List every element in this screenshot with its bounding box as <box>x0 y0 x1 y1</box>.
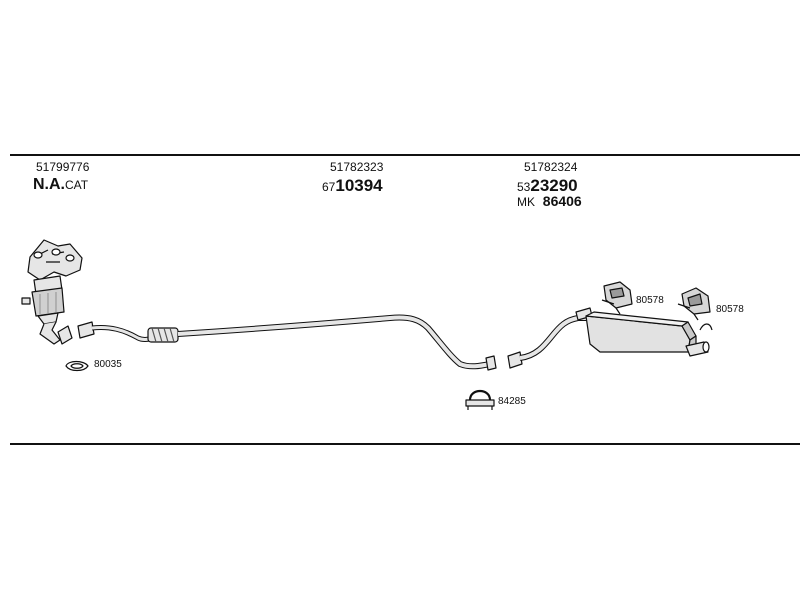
code-1-suffix: CAT <box>65 178 89 192</box>
bottom-rule <box>10 443 800 445</box>
ref-number-3: 51782324 <box>524 160 578 174</box>
code-3-extra-main: 86406 <box>542 193 582 209</box>
hanger-right-label: 80578 <box>716 304 744 315</box>
hanger-left-label: 80578 <box>636 295 664 306</box>
code-2-main: 10394 <box>335 176 383 195</box>
top-rule <box>10 154 800 156</box>
clamp-label: 84285 <box>498 396 526 407</box>
code-3-extra: MK 86406 <box>517 193 582 209</box>
hanger-right-icon <box>677 287 711 321</box>
clamp-icon <box>465 389 495 410</box>
code-3-main: 23290 <box>530 176 578 195</box>
code-3: 5323290 <box>517 176 578 196</box>
code-2: 6710394 <box>322 176 383 196</box>
ref-number-1: 51799776 <box>36 160 90 174</box>
manifold-catalyst-icon <box>21 239 83 345</box>
ref-number-2: 51782323 <box>330 160 384 174</box>
code-1-main: N.A. <box>33 176 65 193</box>
gasket-icon <box>65 360 89 372</box>
code-1: N.A.CAT <box>33 176 88 194</box>
code-3-prefix: 53 <box>517 180 531 194</box>
gasket-label: 80035 <box>94 359 122 370</box>
code-2-prefix: 67 <box>322 180 336 194</box>
hanger-left-icon <box>601 281 633 315</box>
front-pipe-icon <box>77 314 497 371</box>
code-3-extra-prefix: MK <box>517 195 535 209</box>
rear-muffler-icon <box>507 307 713 369</box>
